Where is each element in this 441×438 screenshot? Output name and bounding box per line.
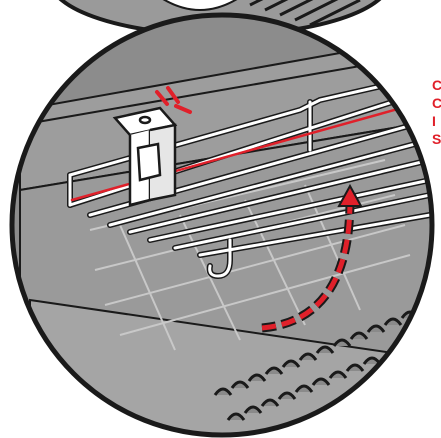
- side-label-4: S: [432, 132, 441, 146]
- side-label-2: C: [432, 96, 441, 110]
- side-label-3: I: [432, 114, 436, 128]
- side-label-1: C: [432, 78, 441, 92]
